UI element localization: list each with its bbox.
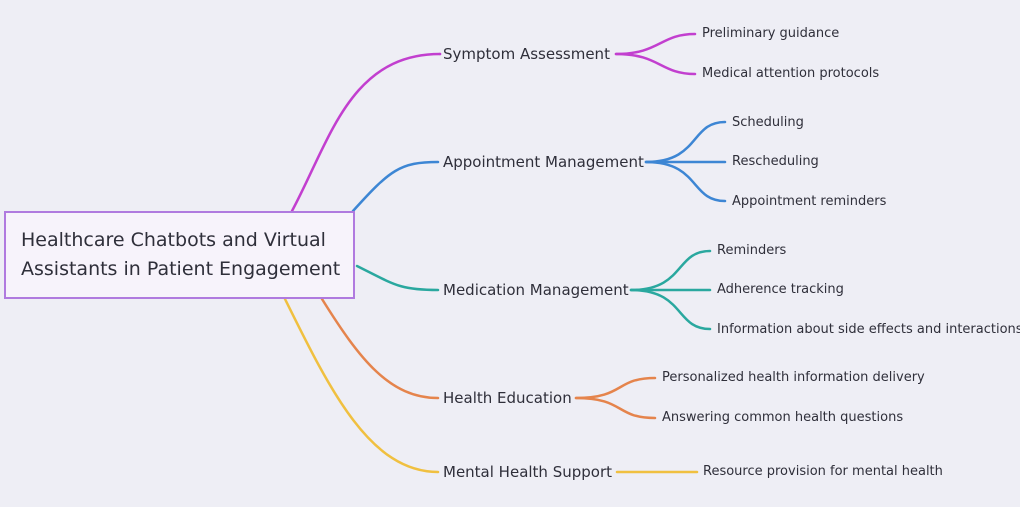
appointment-to-reminders-link <box>644 160 727 203</box>
leaf-scheduling[interactable]: Scheduling <box>732 115 804 130</box>
leaf-adherence-tracking[interactable]: Adherence tracking <box>717 282 844 297</box>
branch-mental-health-support[interactable]: Mental Health Support <box>443 463 613 481</box>
leaf-reminders[interactable]: Reminders <box>717 243 787 258</box>
leaf-appointment-reminders[interactable]: Appointment reminders <box>732 194 887 209</box>
root-to-mental-health-link <box>283 297 440 474</box>
leaf-mental-health-resources[interactable]: Resource provision for mental health <box>703 464 943 479</box>
root-title-line-2: Assistants in Patient Engagement <box>21 258 341 280</box>
root-to-appointment-link <box>351 160 440 213</box>
leaf-rescheduling[interactable]: Rescheduling <box>732 154 819 169</box>
leaf-common-health-questions[interactable]: Answering common health questions <box>662 410 904 425</box>
medication-to-reminders-link <box>629 249 712 292</box>
root-to-symptom-link <box>290 52 442 213</box>
root-to-education-link <box>320 297 440 400</box>
leaf-side-effects-interactions[interactable]: Information about side effects and inter… <box>717 322 1020 337</box>
appointment-to-scheduling-link <box>644 120 727 164</box>
root-node[interactable]: Healthcare Chatbots and Virtual Assistan… <box>4 211 355 299</box>
education-to-questions-link <box>574 396 657 420</box>
branch-medication-management[interactable]: Medication Management <box>443 281 629 299</box>
root-title-line-1: Healthcare Chatbots and Virtual <box>21 229 326 251</box>
branch-symptom-assessment[interactable]: Symptom Assessment <box>443 45 610 63</box>
leaf-preliminary-guidance[interactable]: Preliminary guidance <box>702 26 840 41</box>
education-to-personalized-link <box>574 376 657 400</box>
symptom-to-guidance-link <box>614 32 697 56</box>
root-to-medication-link <box>355 264 440 292</box>
leaf-medical-attention-protocols[interactable]: Medical attention protocols <box>702 66 880 81</box>
branch-health-education[interactable]: Health Education <box>443 389 572 407</box>
medication-to-side-effects-link <box>629 288 712 331</box>
symptom-to-protocols-link <box>614 52 697 76</box>
leaf-personalized-health-info[interactable]: Personalized health information delivery <box>662 370 925 385</box>
branch-appointment-management[interactable]: Appointment Management <box>443 153 644 171</box>
